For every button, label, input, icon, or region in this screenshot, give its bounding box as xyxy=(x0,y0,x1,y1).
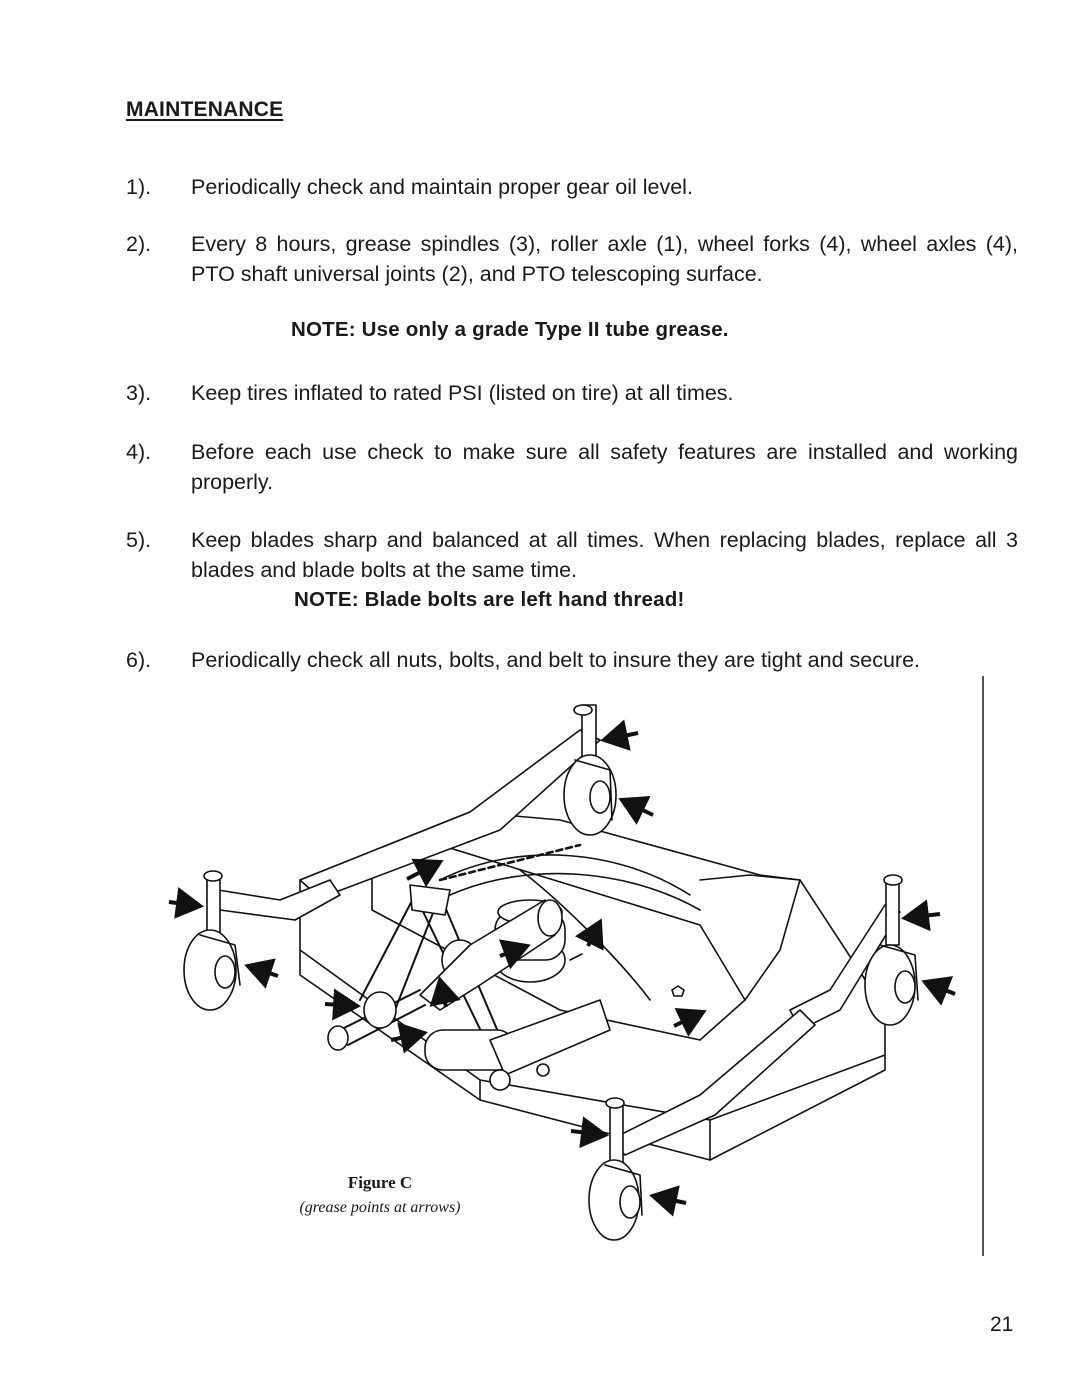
grease-arrow xyxy=(324,988,361,1021)
item-text: Periodically check and maintain proper g… xyxy=(191,175,693,199)
item-number: 1). xyxy=(126,175,152,199)
caster-wheel xyxy=(183,929,237,1011)
figure-subtitle: (grease points at arrows) xyxy=(299,1199,461,1216)
item-text: Keep tires inflated to rated PSI (listed… xyxy=(191,381,734,405)
list-item: 2). Every 8 hours, grease spindles (3), … xyxy=(126,229,1018,289)
item-text: Keep blades sharp and balanced at all ti… xyxy=(191,528,1018,582)
margin-rule xyxy=(982,676,984,1256)
grease-arrow xyxy=(168,887,204,919)
grease-arrow xyxy=(673,1008,707,1037)
item-number: 5). xyxy=(126,528,152,552)
item-text: Periodically check all nuts, bolts, and … xyxy=(191,648,921,672)
list-item: 3). Keep tires inflated to rated PSI (li… xyxy=(126,378,1018,408)
list-item: 4). Before each use check to make sure a… xyxy=(126,437,1018,497)
item-number: 6). xyxy=(126,648,152,672)
grease-arrow xyxy=(498,939,531,970)
page-number: 21 xyxy=(990,1313,1014,1336)
grease-arrow xyxy=(574,918,604,951)
grease-arrow xyxy=(570,1116,609,1149)
figure-title: Figure C xyxy=(347,1173,413,1192)
item-text: Every 8 hours, grease spindles (3), roll… xyxy=(191,232,1018,286)
note-grease: NOTE: Use only a grade Type II tube grea… xyxy=(291,318,729,341)
grease-arrow xyxy=(921,976,956,1006)
item-number: 3). xyxy=(126,381,152,405)
grease-arrow xyxy=(406,858,444,888)
item-number: 2). xyxy=(126,232,152,256)
grease-arrow xyxy=(618,796,654,825)
item-text: Before each use check to make sure all s… xyxy=(191,440,1018,494)
grease-arrow xyxy=(600,719,639,751)
list-item: 1). Periodically check and maintain prop… xyxy=(126,172,1018,202)
list-item: 5). Keep blades sharp and balanced at al… xyxy=(126,525,1018,585)
grease-arrow xyxy=(901,899,941,932)
grease-arrow xyxy=(244,958,279,989)
grease-arrow xyxy=(649,1185,687,1217)
grease-arrow xyxy=(390,1022,428,1054)
item-number: 4). xyxy=(126,440,152,464)
lower-arm xyxy=(609,1009,816,1156)
section-heading: MAINTENANCE xyxy=(126,98,284,121)
list-item: 6). Periodically check all nuts, bolts, … xyxy=(126,645,1018,675)
grease-arrow xyxy=(429,976,461,1008)
note-blade-bolts: NOTE: Blade bolts are left hand thread! xyxy=(294,588,685,611)
